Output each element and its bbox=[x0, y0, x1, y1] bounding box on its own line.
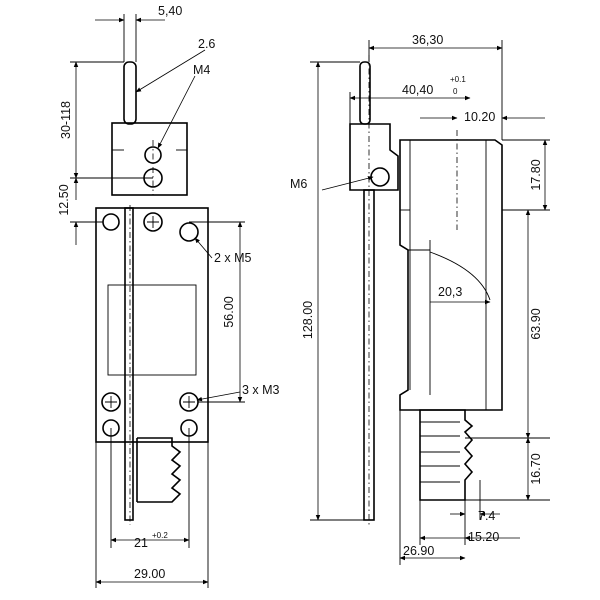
dim-actuator-tol-lower: 0 bbox=[453, 87, 458, 96]
cross-screw-left bbox=[101, 392, 121, 412]
dim-rod-length: 30-118 bbox=[59, 101, 73, 139]
actuator-rod bbox=[124, 207, 134, 521]
m5-hole-right bbox=[179, 222, 199, 242]
dim-actuator-width: 40,40 bbox=[402, 83, 433, 97]
dim-boot-offset: 7.4 bbox=[478, 509, 495, 523]
label-screws: 3 x M3 bbox=[242, 383, 280, 397]
m5-hole-left bbox=[102, 213, 120, 231]
side-arc bbox=[429, 251, 491, 301]
dim-tip-width: 5,40 bbox=[158, 4, 182, 18]
dim-boot-pos: 15.20 bbox=[468, 530, 499, 544]
dim-mount-offset: 12.50 bbox=[57, 184, 71, 215]
dim-base-spacing-tol: +0.2 bbox=[152, 531, 168, 540]
dim-actuator-tol-upper: +0.1 bbox=[450, 75, 466, 84]
dim-rod-dia: 2.6 bbox=[198, 37, 215, 51]
dim-base-spacing: 21 bbox=[134, 536, 148, 550]
dim-arc-radius: 20,3 bbox=[438, 285, 462, 299]
front-view: 5,40 2.6 M4 30-118 12.50 2 x M5 56.00 3 … bbox=[57, 4, 280, 588]
dim-hole-spacing: 56.00 bbox=[222, 296, 236, 327]
side-boot bbox=[419, 409, 474, 501]
body-window bbox=[107, 284, 197, 376]
dim-top-width: 36,30 bbox=[412, 33, 443, 47]
side-plunger bbox=[359, 61, 371, 125]
switch-body bbox=[95, 207, 209, 443]
dim-body-depth: 26.90 bbox=[403, 544, 434, 558]
cross-screw-top bbox=[143, 212, 163, 232]
label-m4: M4 bbox=[193, 63, 210, 77]
head-block bbox=[111, 122, 188, 196]
dim-head-width: 10.20 bbox=[464, 110, 495, 124]
plunger-rod bbox=[123, 61, 137, 125]
dim-body-width: 29.00 bbox=[134, 567, 165, 581]
dim-overall-height: 128.00 bbox=[301, 301, 315, 339]
label-mount-holes: 2 x M5 bbox=[214, 251, 252, 265]
dim-boot-height: 16.70 bbox=[529, 453, 543, 484]
m6-hole bbox=[370, 167, 390, 187]
dim-body-height: 63.90 bbox=[529, 308, 543, 339]
dim-head-height: 17.80 bbox=[529, 159, 543, 190]
rubber-boot bbox=[137, 437, 182, 503]
label-m6: M6 bbox=[290, 177, 307, 191]
side-actuator-head bbox=[349, 123, 399, 191]
side-view: 20,3 36,30 40,40 +0.1 0 10.20 M6 17.80 bbox=[290, 33, 550, 565]
side-body bbox=[399, 139, 503, 411]
